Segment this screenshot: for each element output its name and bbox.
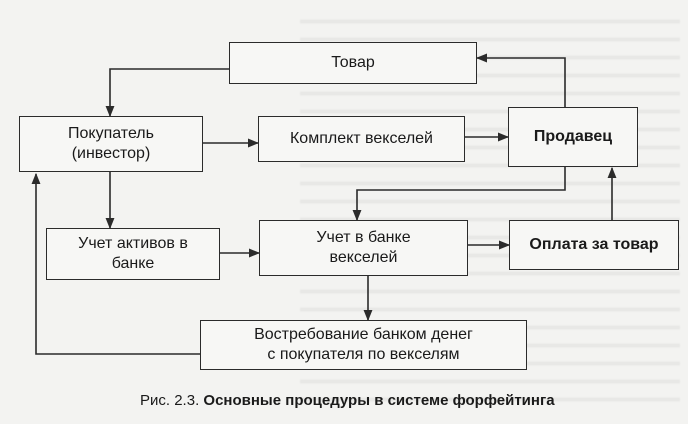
node-bank-claim: Востребование банком денег с покупателя …	[200, 320, 527, 370]
node-asset-accounting-label: Учет активов в банке	[78, 235, 188, 272]
figure-number: Рис. 2.3.	[140, 392, 200, 409]
node-payment-for-goods: Оплата за товар	[509, 220, 679, 270]
figure-title: Основные процедуры в системе форфейтинга	[203, 392, 555, 409]
arrow-goods-to-buyer	[105, 68, 229, 118]
arrow-seller-to-goods	[475, 53, 566, 107]
node-seller-label: Продавец	[533, 128, 613, 145]
node-bank-claim-label: Востребование банком денег с покупателя …	[254, 326, 473, 363]
figure-caption: Рис. 2.3. Основные процедуры в системе ф…	[140, 392, 555, 409]
node-goods: Товар	[229, 42, 477, 84]
node-bank-bill-discount-label: Учет в банке векселей	[316, 229, 411, 266]
node-bill-set-label: Комплект векселей	[289, 130, 433, 147]
node-buyer-label: Покупатель (инвестор)	[68, 125, 154, 162]
node-bill-set: Комплект векселей	[258, 116, 465, 162]
node-buyer: Покупатель (инвестор)	[19, 116, 203, 172]
arrow-seller-to-bank-discount	[352, 167, 566, 222]
arrow-claim-to-buyer	[31, 172, 200, 355]
node-goods-label: Товар	[331, 54, 375, 71]
node-seller: Продавец	[508, 107, 638, 167]
node-bank-bill-discount: Учет в банке векселей	[259, 220, 468, 276]
node-asset-accounting: Учет активов в банке	[46, 228, 220, 280]
node-payment-for-goods-label: Оплата за товар	[529, 236, 659, 253]
